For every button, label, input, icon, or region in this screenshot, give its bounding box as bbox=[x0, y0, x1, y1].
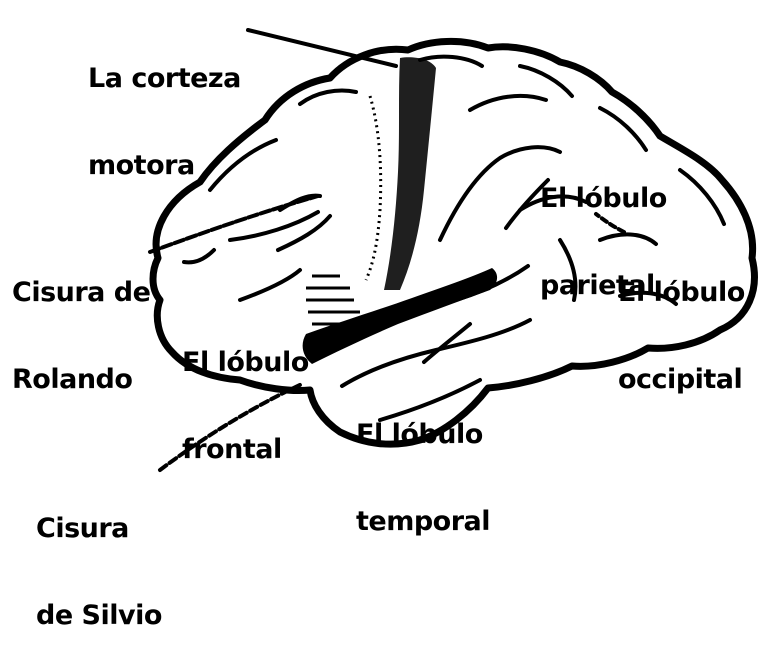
label-frontal: El lóbulo frontal bbox=[182, 290, 309, 493]
label-rolando-line2: Rolando bbox=[12, 365, 150, 394]
label-rolando: Cisura de Rolando bbox=[12, 220, 150, 423]
label-temporal-line2: temporal bbox=[356, 507, 490, 536]
label-occipital-line1: El lóbulo bbox=[618, 278, 745, 307]
label-frontal-line1: El lóbulo bbox=[182, 348, 309, 377]
pointer-motor-cortex bbox=[248, 30, 396, 66]
label-silvio-line1: Cisura bbox=[36, 514, 162, 543]
label-silvio: Cisura de Silvio bbox=[36, 456, 162, 659]
label-occipital: El lóbulo occipital bbox=[618, 220, 745, 423]
label-temporal: El lóbulo temporal bbox=[356, 362, 490, 565]
label-temporal-line1: El lóbulo bbox=[356, 420, 490, 449]
label-silvio-line2: de Silvio bbox=[36, 601, 162, 630]
label-occipital-line2: occipital bbox=[618, 365, 745, 394]
label-motor-cortex: La corteza motora bbox=[88, 6, 241, 209]
label-motor-cortex-line1: La corteza bbox=[88, 64, 241, 93]
label-rolando-line1: Cisura de bbox=[12, 278, 150, 307]
label-motor-cortex-line2: motora bbox=[88, 151, 241, 180]
label-frontal-line2: frontal bbox=[182, 435, 309, 464]
label-parietal-line1: El lóbulo bbox=[540, 184, 667, 213]
